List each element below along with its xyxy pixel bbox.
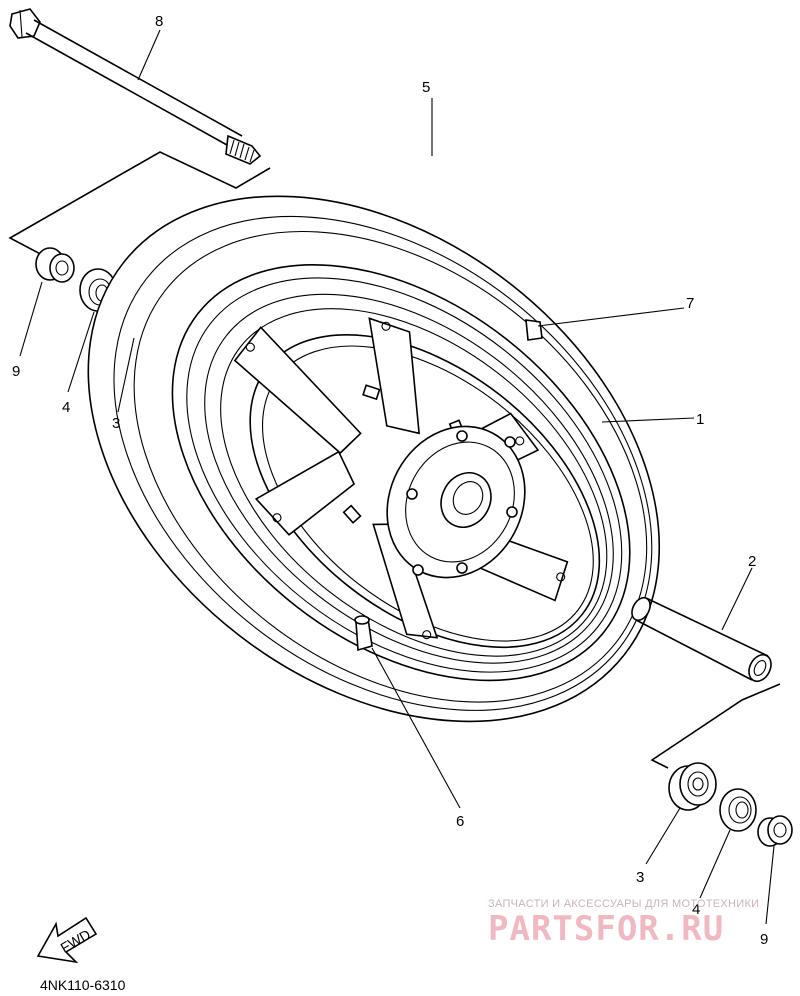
callout-5: 5 [422, 79, 430, 96]
callout-4-right: 4 [692, 901, 700, 918]
callouts: 8 5 7 1 2 6 9 4 3 3 4 9 [12, 13, 768, 948]
balance-weight [525, 319, 543, 341]
hub [386, 425, 526, 579]
callout-8: 8 [155, 13, 163, 30]
callout-3-right: 3 [636, 869, 644, 886]
callout-3-left: 3 [112, 415, 120, 432]
callout-9-right: 9 [760, 931, 768, 948]
watermark-logo: PARTSFOR.RU [488, 909, 725, 949]
right-collar [757, 815, 793, 847]
callout-4-left: 4 [62, 399, 70, 416]
fwd-arrow-icon: FWD [36, 916, 98, 964]
front-axle [9, 8, 262, 165]
right-oil-seal [719, 788, 757, 832]
air-valve [354, 615, 373, 652]
leader-lines [19, 29, 775, 925]
watermark-tagline: ЗАПЧАСТИ И АКСЕССУАРЫ ДЛЯ МОТОТЕХНИКИ [488, 898, 760, 910]
callout-2: 2 [748, 553, 756, 570]
callout-6: 6 [456, 813, 464, 830]
left-collar [35, 247, 75, 283]
right-bearing [668, 762, 717, 811]
diagram-part-code: 4NK110-6310 [40, 977, 126, 993]
watermark: ЗАПЧАСТИ И АКСЕССУАРЫ ДЛЯ МОТОТЕХНИКИ PA… [488, 898, 788, 958]
front-wheel [87, 195, 661, 723]
callout-9-left: 9 [12, 363, 20, 380]
callout-7: 7 [686, 295, 694, 312]
callout-1: 1 [696, 411, 704, 428]
hub-collar [631, 596, 772, 683]
axle-thread [225, 134, 262, 165]
